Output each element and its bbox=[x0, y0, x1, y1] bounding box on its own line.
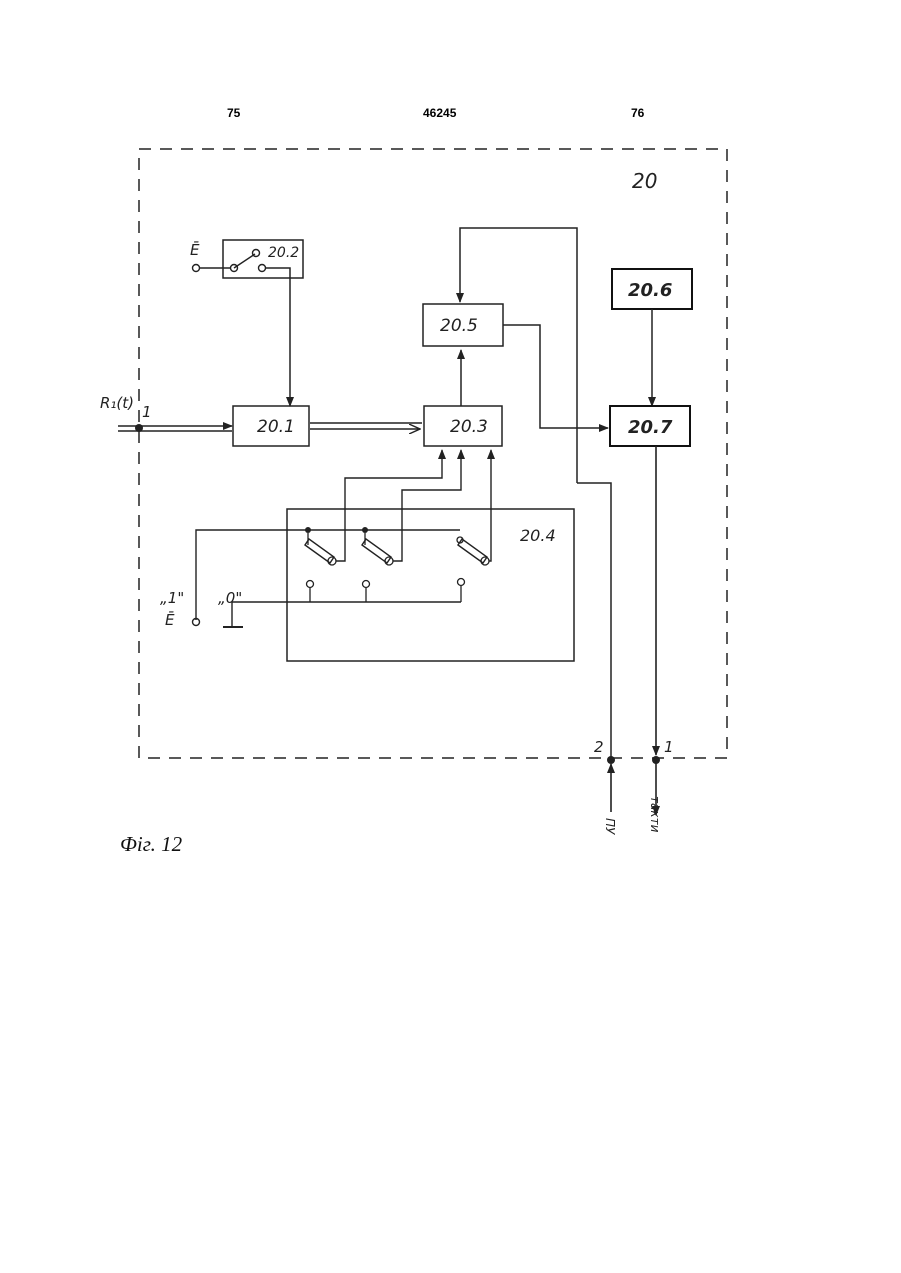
block-20-6-label: 20.6 bbox=[628, 280, 672, 301]
e-top-terminal bbox=[193, 265, 200, 272]
switch-1 bbox=[305, 533, 336, 565]
block-20-2-label: 20.2 bbox=[268, 245, 299, 261]
one-label: „1" bbox=[160, 589, 184, 607]
block-20-5-label: 20.5 bbox=[440, 316, 478, 336]
block-20-7: 20.7 bbox=[610, 406, 690, 446]
figure-caption: Фіг. 12 bbox=[120, 832, 182, 857]
outer-block-label: 20 bbox=[632, 169, 657, 193]
block-20-6: 20.6 bbox=[612, 269, 692, 309]
block-20-2: 20.2 bbox=[223, 240, 303, 278]
block-20-5: 20.5 bbox=[423, 304, 503, 346]
input-signal-label: R₁(t) bbox=[100, 394, 134, 412]
output-node-1 bbox=[652, 756, 660, 764]
terminal-1-label: 1 bbox=[664, 738, 674, 756]
switch-3 bbox=[458, 539, 489, 565]
block-20-7-label: 20.7 bbox=[628, 417, 673, 438]
zero-label: „0" bbox=[218, 589, 242, 607]
e-top-label: Ē bbox=[190, 241, 200, 259]
block-20-4-label: 20.4 bbox=[520, 526, 556, 545]
takty-label: такти bbox=[648, 796, 662, 833]
input-node-2 bbox=[607, 756, 615, 764]
input-terminal-number: 1 bbox=[142, 403, 152, 421]
terminal-2-label: 2 bbox=[594, 738, 604, 756]
block-20-1-label: 20.1 bbox=[257, 417, 295, 437]
block-20-4: 20.4 bbox=[196, 509, 574, 661]
block-20-3-label: 20.3 bbox=[450, 417, 488, 437]
block-20-1: 20.1 bbox=[233, 406, 309, 446]
input-node bbox=[135, 424, 143, 432]
switch-2 bbox=[362, 533, 393, 565]
pu-label: ПУ bbox=[603, 818, 617, 835]
e-bottom-label: Ē bbox=[165, 611, 175, 629]
block-20-3: 20.3 bbox=[424, 406, 502, 446]
